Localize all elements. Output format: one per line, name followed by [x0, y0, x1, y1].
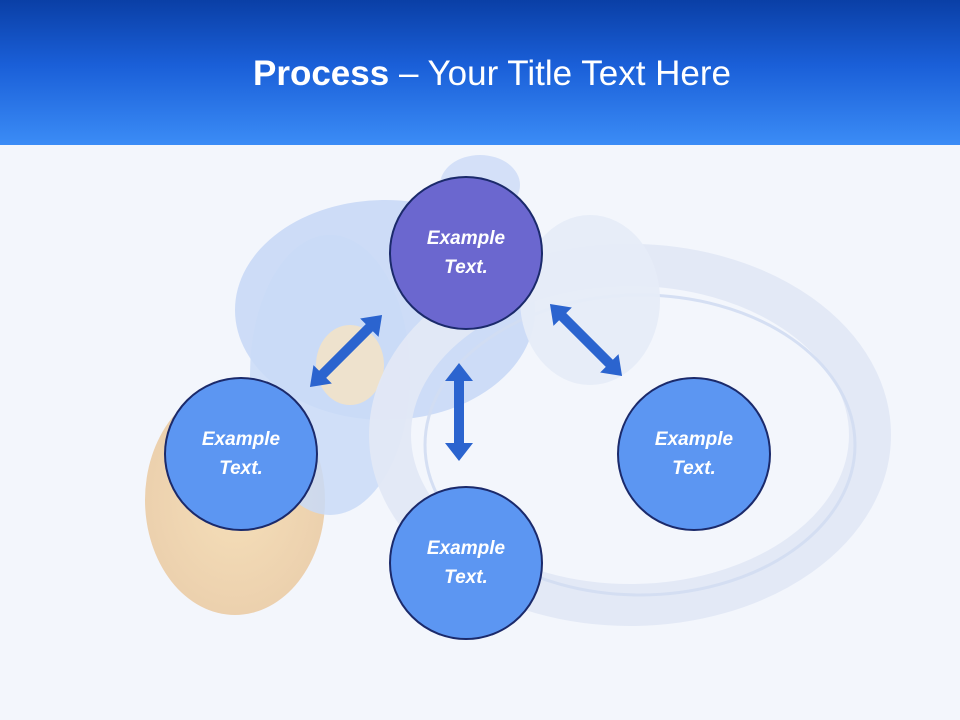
node-top-text: Example Text.	[426, 228, 506, 278]
slide-title: Process – Your Title Text Here	[0, 52, 960, 96]
node-bottom-text: Example Text.	[426, 538, 506, 588]
process-node-left: Example Text.	[164, 377, 318, 531]
process-node-bottom: Example Text.	[389, 486, 543, 640]
title-bold: Process	[253, 54, 390, 93]
title-banner	[0, 0, 960, 145]
node-left-text: Example Text.	[201, 429, 281, 479]
node-right-text: Example Text.	[654, 429, 734, 479]
title-rest: – Your Title Text Here	[389, 54, 731, 93]
process-node-right: Example Text.	[617, 377, 771, 531]
process-node-top: Example Text.	[389, 176, 543, 330]
